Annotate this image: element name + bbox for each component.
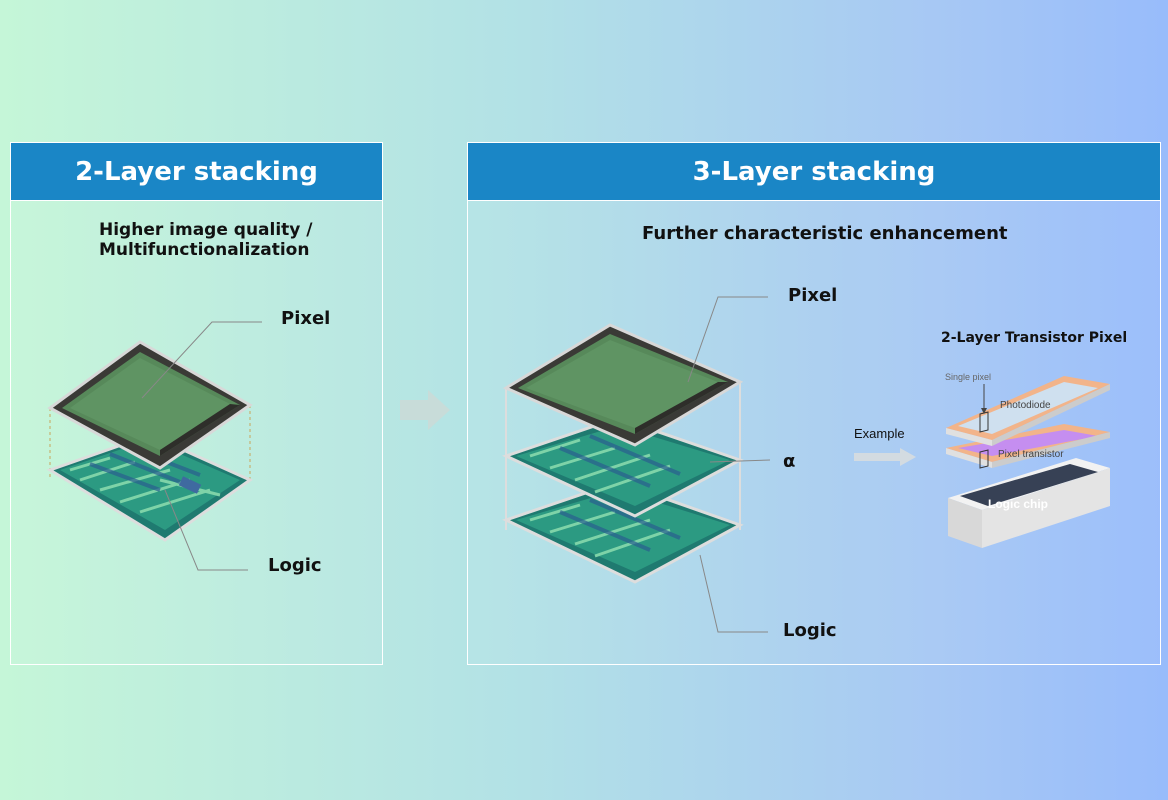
three-layer-chip-illustration bbox=[501, 323, 744, 584]
subtitle: Further characteristic enhancement bbox=[642, 223, 1008, 244]
photodiode-label: Photodiode bbox=[1000, 400, 1051, 411]
three-layer-leader-lines bbox=[687, 296, 771, 633]
transition-arrow bbox=[400, 390, 450, 430]
two-layer-chip-illustration bbox=[46, 340, 254, 542]
pixel-transistor-label: Pixel transistor bbox=[998, 449, 1064, 460]
logic-label: Logic bbox=[268, 555, 322, 576]
example-label: Example bbox=[854, 426, 905, 441]
pixel-leader-line bbox=[141, 321, 262, 571]
transistor-pixel-illustration bbox=[946, 376, 1110, 548]
subtitle-line-2: Multifunctionalization bbox=[99, 240, 310, 260]
logic-chip-label: Logic chip bbox=[988, 497, 1048, 511]
subtitle-line-1: Higher image quality / bbox=[99, 220, 313, 240]
example-arrow bbox=[854, 448, 916, 466]
alpha-label: α bbox=[783, 451, 796, 472]
logic-label-3: Logic bbox=[783, 620, 837, 641]
transistor-pixel-title: 2-Layer Transistor Pixel bbox=[941, 330, 1128, 346]
pixel-label-3: Pixel bbox=[788, 285, 838, 306]
panel-header: 3-Layer stacking bbox=[468, 143, 1160, 201]
single-pixel-label: Single pixel bbox=[945, 372, 992, 382]
pixel-label: Pixel bbox=[281, 308, 331, 329]
panel-header: 2-Layer stacking bbox=[11, 143, 382, 201]
